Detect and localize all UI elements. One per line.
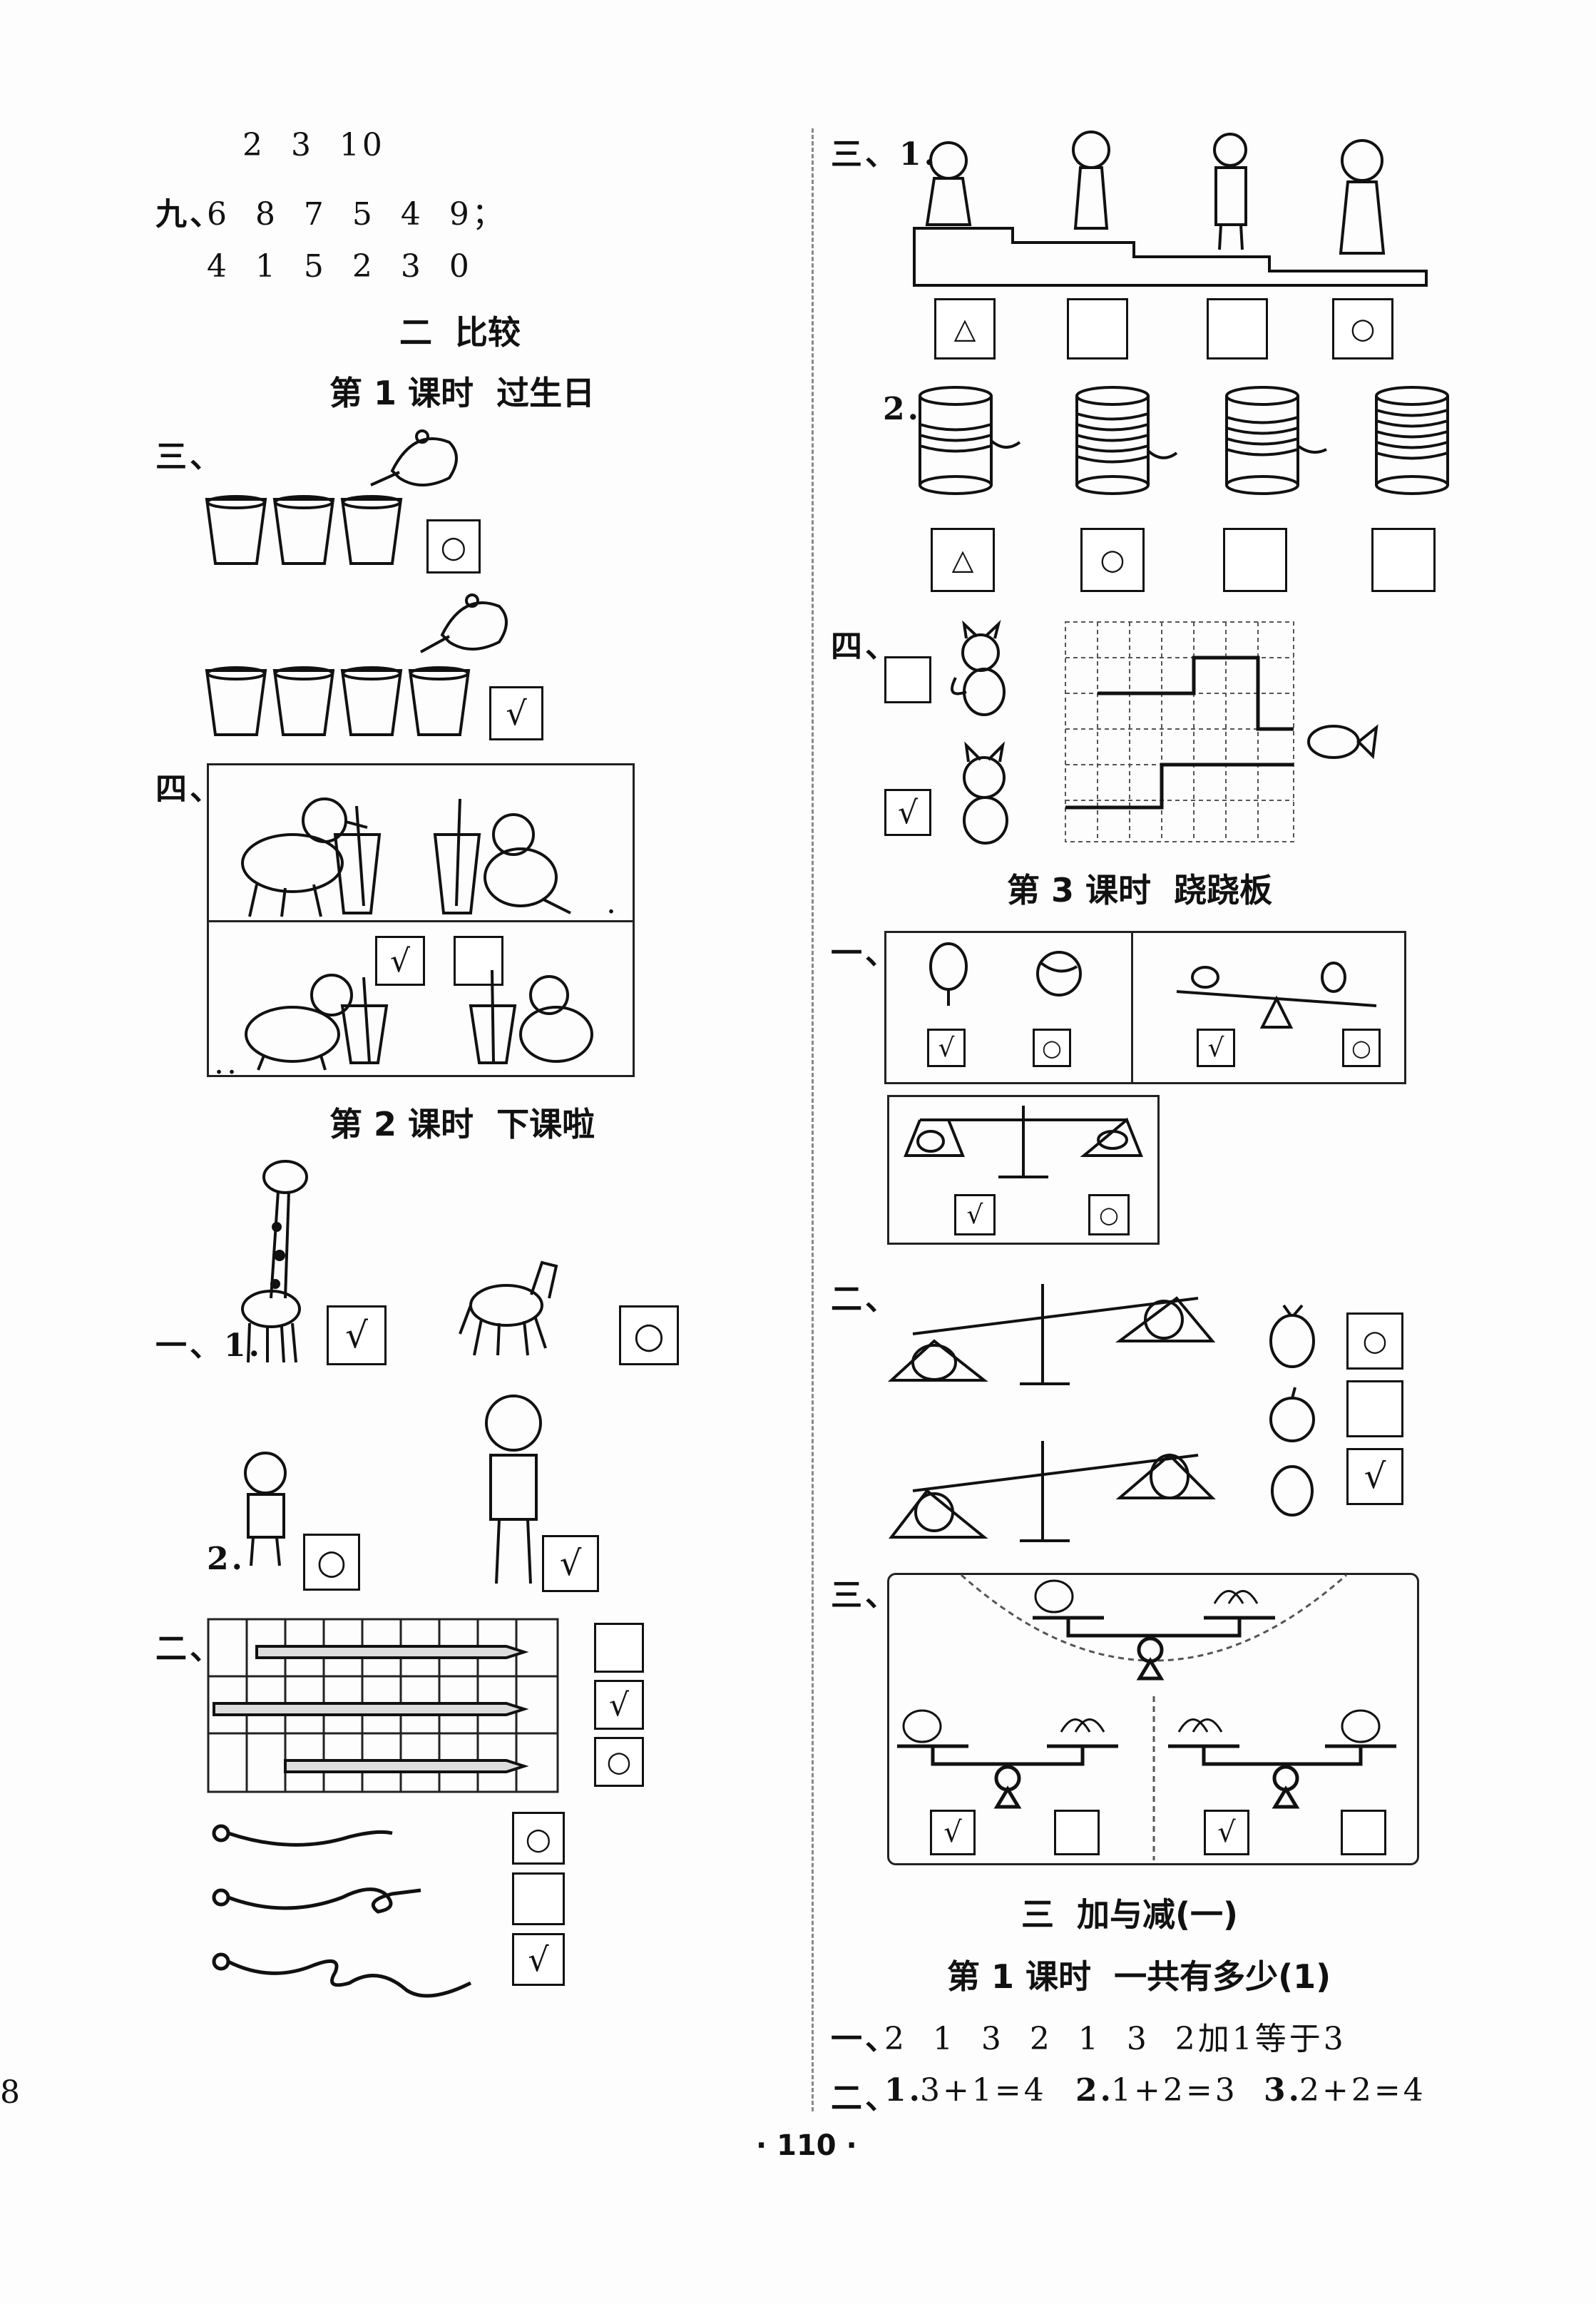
balance-checkbox-2[interactable] (1054, 1810, 1100, 1855)
giraffe-illustration (241, 1160, 308, 1363)
s1-label: 一、1. (155, 1327, 262, 1364)
nine-row-1: 6 8 7 5 4 9； (207, 196, 506, 233)
dog-frog-checkbox-a[interactable]: √ (375, 936, 425, 986)
s4-label: 四、 (155, 771, 224, 807)
coil-checkbox-2[interactable]: ○ (1080, 528, 1145, 592)
balance-frame (887, 1573, 1419, 1865)
rope-checkbox-3[interactable]: √ (512, 1933, 565, 1986)
cups-four-illustration (205, 593, 508, 736)
person-checkbox-2[interactable] (1067, 298, 1128, 360)
pencil-checkbox-3[interactable]: ○ (594, 1737, 644, 1787)
r-lesson-1-title: 第 1 课时 一共有多少(1) (947, 1957, 1331, 1996)
balance-frame-illustration (897, 1574, 1396, 1860)
page-number: · 110 · (756, 2129, 857, 2162)
ans2-p2-number: 2. (1075, 2072, 1114, 2109)
dog-frog-split (207, 920, 635, 922)
coil-checkbox-1[interactable]: △ (931, 528, 995, 592)
seesaw1-checkbox-4[interactable]: ○ (1342, 1029, 1381, 1067)
coil-checkbox-4[interactable] (1371, 528, 1436, 592)
ans2-p2: 1+2=3 (1111, 2072, 1238, 2109)
horse-illustration (459, 1260, 558, 1356)
balance-veg-illustration (904, 1106, 1143, 1178)
nine-label: 九、 (155, 196, 224, 233)
cat-checkbox-top[interactable] (884, 656, 931, 703)
ans2-p3: 2+2=4 (1299, 2072, 1426, 2109)
cat-checkbox-bottom[interactable]: √ (884, 789, 931, 836)
short-boy-checkbox[interactable]: ○ (303, 1534, 360, 1591)
nine-row-0: 2 3 10 (242, 127, 385, 163)
lesson-2-title: 第 2 课时 下课啦 (329, 1105, 595, 1143)
dog-frog-dot: . (606, 885, 619, 921)
balance-checkbox-3[interactable]: √ (1204, 1810, 1249, 1855)
seesaw-frame-1-split (1131, 931, 1133, 1084)
cups-three-checkbox[interactable]: ○ (426, 519, 481, 574)
dog-frog-dots: .. (214, 1045, 240, 1081)
people-steps-illustration (913, 131, 1428, 287)
r-s3-label: 三、1. (831, 136, 938, 173)
dog-frog-checkbox-b[interactable] (454, 936, 503, 986)
fruit-balances-illustration (887, 1284, 1216, 1542)
r-s3b-label: 三、 (831, 1577, 899, 1614)
unit-two-title: 二 比较 (399, 313, 521, 352)
nine-row-2: 4 1 5 2 3 0 (207, 248, 472, 285)
horse-checkbox[interactable]: ○ (619, 1305, 679, 1365)
dog-frog-top-illustration (241, 797, 571, 917)
s1-sub2: 2. (207, 1541, 245, 1577)
ans2-p1: 3+1=4 (920, 2072, 1047, 2109)
r-s3-sub2: 2. (883, 391, 921, 427)
person-checkbox-3[interactable] (1207, 298, 1268, 360)
tall-boy-checkbox[interactable]: √ (542, 1535, 599, 1592)
seesaw2-checkbox-1[interactable]: √ (954, 1194, 996, 1235)
coil-checkbox-3[interactable] (1223, 528, 1287, 592)
r-s2-label: 二、 (831, 1281, 899, 1317)
person-checkbox-4[interactable]: ○ (1332, 298, 1393, 360)
coils-illustration (919, 386, 1449, 495)
ans1-text: 2 1 3 2 1 3 2加1等于3 (884, 2021, 1346, 2057)
pencil-checkbox-2[interactable]: √ (594, 1680, 644, 1730)
ropes-illustration (212, 1824, 472, 1998)
ans2-label: 二、 (831, 2080, 899, 2116)
s2-label: 二、 (155, 1631, 224, 1667)
ans1-label: 一、 (831, 2021, 899, 2057)
pencil-checkbox-1[interactable] (594, 1623, 644, 1673)
giraffe-checkbox[interactable]: √ (327, 1305, 387, 1365)
fruit-checkbox-2[interactable] (1346, 1380, 1403, 1437)
fruit-column-illustration (1269, 1304, 1315, 1517)
seesaw-frame-1 (884, 931, 1406, 1084)
cups-three-illustration (205, 429, 458, 565)
column-divider (812, 128, 814, 2111)
ans2-p1-number: 1. (884, 2072, 923, 2109)
ans2-p3-number: 3. (1264, 2072, 1302, 2109)
person-checkbox-1[interactable]: △ (934, 298, 996, 360)
balance-checkbox-4[interactable] (1341, 1810, 1386, 1855)
seesaw-illustration-1 (929, 942, 1377, 1029)
cups-four-checkbox[interactable]: √ (489, 686, 543, 740)
tall-boy-illustration (485, 1395, 542, 1584)
fruit-checkbox-3[interactable]: √ (1346, 1448, 1403, 1505)
seesaw1-checkbox-1[interactable]: √ (927, 1029, 966, 1067)
rope-checkbox-1[interactable]: ○ (512, 1812, 565, 1865)
rope-checkbox-2[interactable] (512, 1872, 565, 1925)
seesaw2-checkbox-2[interactable]: ○ (1088, 1194, 1130, 1235)
seesaw-frame-2 (887, 1095, 1160, 1245)
lesson-1-title: 第 1 课时 过生日 (329, 374, 595, 412)
balance-checkbox-1[interactable]: √ (930, 1810, 976, 1855)
short-boy-illustration (244, 1452, 287, 1566)
pencil-grid (207, 1618, 559, 1793)
dog-frog-bottom-illustration (245, 969, 593, 1071)
s3-label: 三、 (155, 439, 224, 475)
cats-grid-illustration (951, 619, 1378, 845)
margin-digit: 8 (0, 2074, 20, 2111)
fruit-checkbox-1[interactable]: ○ (1346, 1312, 1403, 1370)
unit-three-title: 三 加与减(一) (1021, 1895, 1239, 1934)
seesaw1-checkbox-3[interactable]: √ (1197, 1029, 1235, 1067)
seesaw1-checkbox-2[interactable]: ○ (1033, 1029, 1071, 1067)
lesson-3-title: 第 3 课时 跷跷板 (1007, 871, 1273, 909)
